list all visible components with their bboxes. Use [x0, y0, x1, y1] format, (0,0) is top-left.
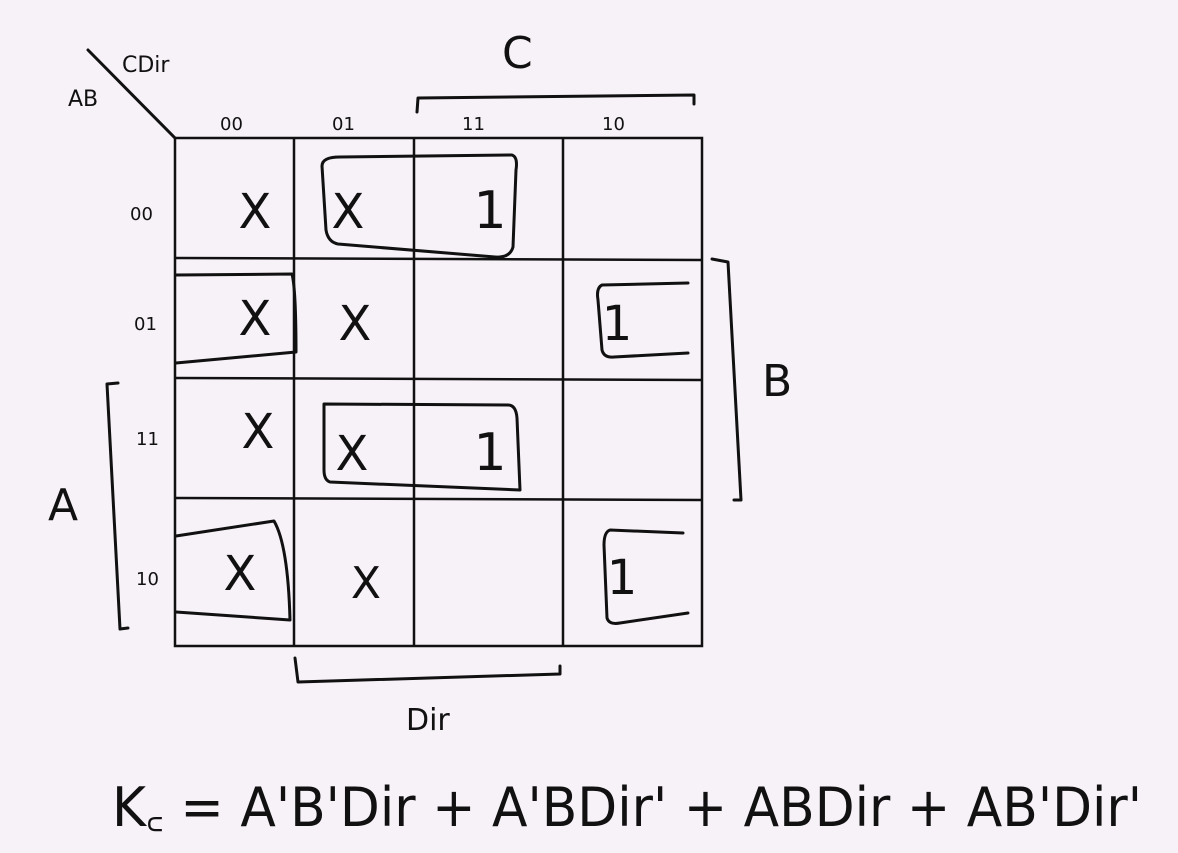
kmap-cell: X — [242, 404, 275, 460]
col-label: 00 — [220, 114, 243, 135]
kmap-cell: X — [239, 291, 272, 347]
bracket-dir-label: Dir — [406, 703, 450, 738]
kmap-cell: X — [339, 296, 372, 352]
kmap-grid-border — [173, 136, 704, 648]
grid-row-line — [174, 496, 703, 502]
col-label: 01 — [332, 114, 355, 135]
bracket-c-label: C — [502, 28, 533, 79]
kmap-cell: X — [336, 426, 369, 482]
kmap-cell: 1 — [602, 296, 633, 352]
corner-diagonal — [86, 48, 177, 140]
row-label: 10 — [136, 569, 159, 590]
kmap-cell: X — [332, 184, 365, 240]
row-label: 11 — [136, 429, 159, 450]
kmap-cells: X X 1 X X 1 X X 1 X X 1 — [224, 181, 638, 609]
group-loop — [602, 528, 690, 625]
group-loop — [596, 281, 690, 359]
col-vars-label: CDir — [122, 53, 170, 78]
kmap-cell: 1 — [607, 550, 638, 606]
bracket-a-label: A — [48, 480, 78, 531]
col-label: 10 — [602, 114, 625, 135]
simplified-equation: K꜀ = A'B'Dir + A'BDir' + ABDir + AB'Dir' — [112, 776, 1142, 839]
group-loop — [322, 402, 522, 492]
grid-row-line — [174, 256, 703, 262]
kmap-cell: X — [351, 558, 381, 609]
bracket-a — [105, 381, 130, 631]
group-loop — [174, 519, 292, 622]
row-label: 01 — [134, 314, 157, 335]
bracket-b — [710, 257, 743, 502]
kmap-cell: X — [224, 546, 257, 602]
bracket-dir — [293, 656, 562, 684]
bracket-b-label: B — [762, 356, 792, 407]
kmap-cell: 1 — [473, 181, 506, 241]
row-label: 00 — [130, 204, 153, 225]
grid-row-line — [174, 376, 703, 382]
group-loop — [320, 153, 518, 259]
group-loop — [174, 272, 298, 365]
kmap-cell: X — [239, 184, 272, 240]
kmap-cell: 1 — [473, 423, 506, 483]
col-label: 11 — [462, 114, 485, 135]
bracket-c — [415, 93, 696, 114]
row-vars-label: AB — [68, 87, 98, 112]
